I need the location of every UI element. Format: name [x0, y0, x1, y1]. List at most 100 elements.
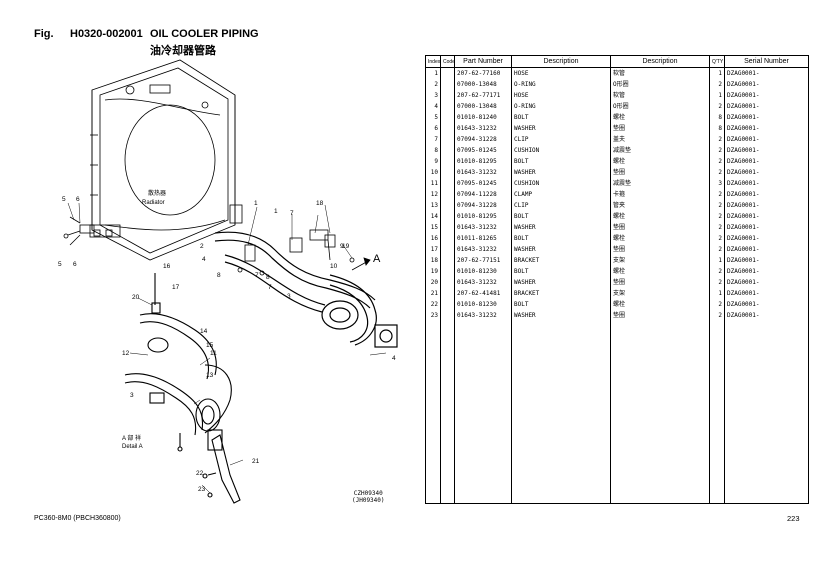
cell-code	[440, 178, 455, 189]
cell-index: 8	[425, 145, 441, 156]
col-serial-number: Serial Number	[724, 55, 809, 68]
cell-qty: 2	[709, 222, 725, 233]
cell-description-cn: 螺栓	[610, 112, 710, 123]
callout-5b: 5	[58, 261, 62, 268]
cell-serial-number: DZAG0001-	[724, 255, 809, 266]
cell-index: 21	[425, 288, 441, 299]
cell-part-number: 01643-31232	[454, 123, 512, 134]
filler-cell	[440, 321, 455, 504]
cell-index: 11	[425, 178, 441, 189]
cell-description-cn: 螺栓	[610, 266, 710, 277]
cell-description-cn: 减震垫	[610, 145, 710, 156]
cell-description: CUSHION	[511, 178, 611, 189]
cell-qty: 2	[709, 244, 725, 255]
cell-description: O-RING	[511, 101, 611, 112]
cell-part-number: 07094-31228	[454, 200, 512, 211]
cell-index: 2	[425, 79, 441, 90]
cell-code	[440, 90, 455, 101]
cell-serial-number: DZAG0001-	[724, 145, 809, 156]
cell-description: O-RING	[511, 79, 611, 90]
cell-description: HOSE	[511, 67, 611, 79]
figure-code-2: (JH09340)	[352, 497, 385, 504]
cell-description: CLIP	[511, 200, 611, 211]
callout-1: 1	[254, 200, 258, 207]
cell-part-number: 01010-81295	[454, 156, 512, 167]
cell-description: WASHER	[511, 277, 611, 288]
cell-description-cn: 支架	[610, 255, 710, 266]
cell-description: WASHER	[511, 123, 611, 134]
cell-part-number: 01010-81240	[454, 112, 512, 123]
cell-code	[440, 134, 455, 145]
cell-index: 19	[425, 266, 441, 277]
radiator-label-cn: 散热器	[148, 189, 166, 197]
cell-qty: 2	[709, 310, 725, 321]
callout-6: 6	[76, 196, 80, 203]
figure-code: CZH09340 (JH09340)	[352, 490, 385, 504]
filler-cell	[511, 321, 611, 504]
cell-description: BOLT	[511, 233, 611, 244]
cell-index: 23	[425, 310, 441, 321]
cell-description-cn: 垫圈	[610, 244, 710, 255]
cell-index: 13	[425, 200, 441, 211]
callout-9: 9	[340, 243, 344, 250]
cell-part-number: 07095-01245	[454, 145, 512, 156]
radiator	[89, 59, 243, 261]
cell-part-number: 01643-31232	[454, 277, 512, 288]
cell-description-cn: 垫圈	[610, 123, 710, 134]
cell-index: 7	[425, 134, 441, 145]
cell-code	[440, 145, 455, 156]
cell-qty: 8	[709, 123, 725, 134]
cell-description-cn: 减震垫	[610, 178, 710, 189]
callout-23: 23	[198, 486, 206, 493]
cell-code	[440, 255, 455, 266]
cell-part-number: 01643-31232	[454, 244, 512, 255]
callout-4b: 4	[392, 355, 396, 362]
page-title: OIL COOLER PIPING	[150, 28, 259, 40]
cell-serial-number: DZAG0001-	[724, 211, 809, 222]
cell-index: 5	[425, 112, 441, 123]
cell-serial-number: DZAG0001-	[724, 67, 809, 79]
cell-code	[440, 112, 455, 123]
cell-index: 3	[425, 90, 441, 101]
callout-10: 10	[330, 263, 338, 270]
model-label: PC360-8M0 (PBCH360800)	[34, 515, 121, 522]
col-part-number: Part Number	[454, 55, 512, 68]
col-description-cn: Description	[610, 55, 710, 68]
cell-serial-number: DZAG0001-	[724, 79, 809, 90]
cell-part-number: 207-62-77151	[454, 255, 512, 266]
cell-part-number: 207-62-77171	[454, 90, 512, 101]
cell-code	[440, 266, 455, 277]
cell-serial-number: DZAG0001-	[724, 90, 809, 101]
cell-description: CUSHION	[511, 145, 611, 156]
cell-qty: 3	[709, 178, 725, 189]
cell-description-cn: 垫圈	[610, 277, 710, 288]
cell-index: 12	[425, 189, 441, 200]
cell-code	[440, 244, 455, 255]
cell-qty: 2	[709, 167, 725, 178]
cell-index: 20	[425, 277, 441, 288]
cell-part-number: 01011-81265	[454, 233, 512, 244]
cell-description: WASHER	[511, 167, 611, 178]
cell-description: WASHER	[511, 310, 611, 321]
figure-code-1: CZH09340	[353, 490, 383, 497]
cell-index: 16	[425, 233, 441, 244]
cell-description: BOLT	[511, 112, 611, 123]
hose-assembly	[214, 231, 398, 348]
callout-1b: 1	[274, 208, 278, 215]
cell-part-number: 207-62-77160	[454, 67, 512, 79]
cell-part-number: 01643-31232	[454, 310, 512, 321]
cell-serial-number: DZAG0001-	[724, 200, 809, 211]
cell-part-number: 01010-81230	[454, 266, 512, 277]
col-index: Index	[425, 55, 441, 68]
cell-serial-number: DZAG0001-	[724, 266, 809, 277]
table-filler	[425, 321, 809, 504]
